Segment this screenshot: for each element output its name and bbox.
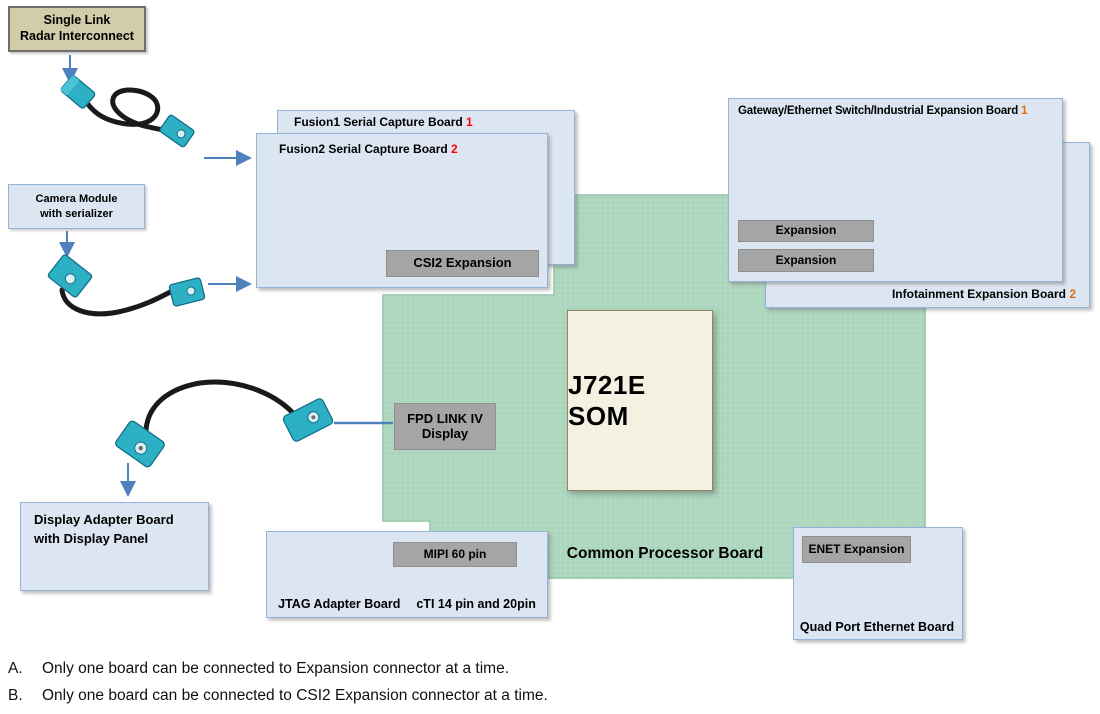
csi2-expansion-connector: CSI2 Expansion xyxy=(386,250,539,277)
expansion-connector-1: Expansion xyxy=(738,220,874,242)
infotainment-board-title: Infotainment Expansion Board 2 xyxy=(891,287,1076,302)
note-b: B. Only one board can be connected to CSI… xyxy=(8,687,548,705)
expansion-connector-1-label: Expansion xyxy=(775,223,837,238)
display-adapter-line2: with Display Panel xyxy=(34,530,149,546)
fpd-link-iv-display-connector: FPD LINK IV Display xyxy=(394,403,496,450)
enet-expansion-connector: ENET Expansion xyxy=(802,536,911,563)
display-adapter-board: Display Adapter Board with Display Panel xyxy=(20,502,209,591)
gateway-title-text: Gateway/Ethernet Switch/Industrial Expan… xyxy=(738,105,1019,117)
quad-port-ethernet-board: ENET Expansion Quad Port Ethernet Board xyxy=(793,527,963,640)
mipi-60-pin-label: MIPI 60 pin xyxy=(423,546,487,561)
expansion-connector-2-label: Expansion xyxy=(775,252,837,267)
jtag-board-name: JTAG Adapter Board xyxy=(278,596,401,611)
radar-box-line1: Single Link xyxy=(43,13,111,28)
display-adapter-title: Display Adapter Board with Display Panel xyxy=(34,511,174,549)
fusion2-serial-capture-board: Fusion2 Serial Capture Board 2 CSI2 Expa… xyxy=(256,133,548,288)
camera-box-line1: Camera Module xyxy=(35,193,118,206)
note-b-id: B. xyxy=(8,687,23,704)
fusion1-number: 1 xyxy=(466,115,473,129)
quad-port-board-text: Quad Port Ethernet Board xyxy=(799,619,955,634)
fusion2-title-text: Fusion2 Serial Capture Board xyxy=(279,142,448,156)
expansion-connector-2: Expansion xyxy=(738,249,874,272)
quad-port-board-title: Quad Port Ethernet Board xyxy=(794,620,960,634)
gateway-number: 1 xyxy=(1021,105,1028,117)
gateway-ethernet-switch-industrial-board: Gateway/Ethernet Switch/Industrial Expan… xyxy=(728,98,1063,282)
enet-expansion-label: ENET Expansion xyxy=(808,541,905,556)
radar-box-line2: Radar Interconnect xyxy=(20,29,134,43)
gateway-board-title: Gateway/Ethernet Switch/Industrial Expan… xyxy=(738,105,1028,118)
note-a-text: Only one board can be connected to Expan… xyxy=(42,660,510,677)
fpd-link-label-line2: Display xyxy=(421,425,469,441)
camera-box-line2: with serializer xyxy=(40,207,113,220)
display-adapter-line1: Display Adapter Board xyxy=(34,512,174,527)
jtag-board-title: JTAG Adapter Board cTI 14 pin and 20pin xyxy=(267,597,547,611)
fusion1-title-text: Fusion1 Serial Capture Board xyxy=(294,115,463,129)
mipi-60-pin-connector: MIPI 60 pin xyxy=(393,542,517,567)
fusion1-board-title: Fusion1 Serial Capture Board 1 xyxy=(294,115,473,130)
j721e-som-module: J721E SOM xyxy=(567,310,713,491)
common-processor-board-text: Common Processor Board xyxy=(566,545,764,562)
fusion2-board-title: Fusion2 Serial Capture Board 2 xyxy=(279,142,458,157)
note-a-id: A. xyxy=(8,660,23,677)
fusion2-number: 2 xyxy=(451,142,458,156)
common-processor-board-label: Common Processor Board xyxy=(545,545,785,563)
note-b-text: Only one board can be connected to CSI2 … xyxy=(42,687,548,704)
infotainment-number: 2 xyxy=(1069,287,1076,302)
csi2-expansion-label: CSI2 Expansion xyxy=(413,255,512,271)
camera-module-box: Camera Module with serializer xyxy=(8,184,145,229)
jtag-pin-info: cTI 14 pin and 20pin xyxy=(416,596,536,611)
jtag-adapter-board: MIPI 60 pin JTAG Adapter Board cTI 14 pi… xyxy=(266,531,548,618)
infotainment-title-text: Infotainment Expansion Board xyxy=(891,287,1066,302)
single-link-radar-interconnect-box: Single Link Radar Interconnect xyxy=(8,6,146,52)
note-a: A. Only one board can be connected to Exp… xyxy=(8,660,509,678)
fpd-link-label-line1: FPD LINK IV xyxy=(407,410,483,426)
j721e-som-label: J721E SOM xyxy=(568,369,646,431)
